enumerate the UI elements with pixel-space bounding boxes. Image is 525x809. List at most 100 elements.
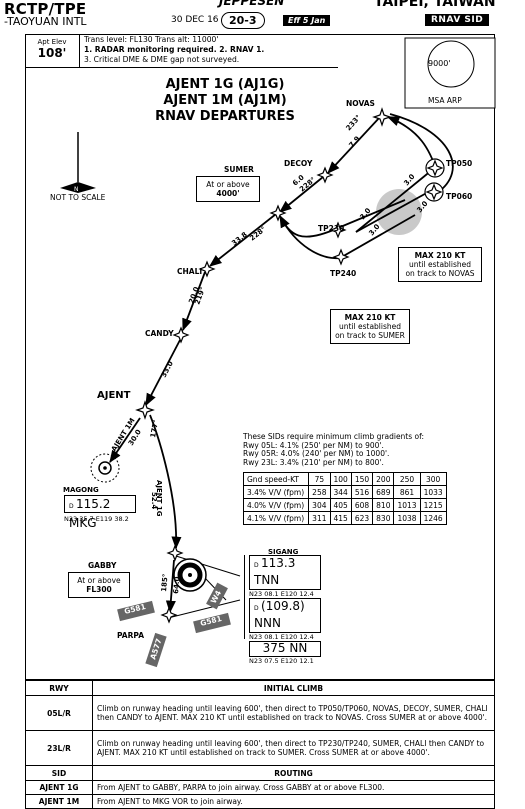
novas-speed-line-2: until established bbox=[408, 260, 472, 269]
chart-date: 30 DEC 16 bbox=[171, 15, 219, 25]
track-ajent-gabby: 177° bbox=[149, 419, 160, 438]
sumer-constraint-line-2: 4000' bbox=[216, 189, 240, 198]
sigang-coordinates-2: N23 08.1 E120 12.4 bbox=[249, 633, 314, 641]
gradient-cell: 1215 bbox=[419, 498, 447, 512]
speed-restriction-area bbox=[376, 189, 422, 235]
initial-climb-row: 05L/R Climb on runway heading until leav… bbox=[25, 695, 495, 731]
sid-column-header: SID bbox=[25, 765, 93, 781]
dist-novas-decoy: 7.9 bbox=[348, 135, 362, 150]
gradient-cell: 608 bbox=[350, 498, 374, 512]
gradient-header-cell: 100 bbox=[329, 472, 352, 486]
label-novas: NOVAS bbox=[346, 99, 375, 108]
sigang-name: SIGANG bbox=[268, 548, 299, 556]
chart-notes: Trans level: FL130 Trans alt: 11000' 1. … bbox=[80, 34, 338, 68]
mkg-vor-icon bbox=[90, 453, 120, 483]
msa-label: MSA ARP bbox=[428, 96, 462, 105]
chali-waypoint-icon bbox=[198, 260, 216, 278]
gradient-cell: 311 bbox=[308, 511, 331, 525]
gradient-cell: 516 bbox=[350, 485, 374, 499]
airport-code: RCTP/TPE bbox=[4, 0, 87, 18]
gradient-cell: 415 bbox=[329, 511, 352, 525]
initial-climb-text: Climb on runway heading until leaving 60… bbox=[92, 695, 495, 731]
sumer-constraint-line-1: At or above bbox=[206, 180, 250, 189]
label-tp240: TP240 bbox=[330, 269, 356, 278]
north-letter: N bbox=[74, 186, 79, 193]
routing-text: From AJENT to GABBY, PARPA to join airwa… bbox=[92, 780, 495, 795]
label-candy: CANDY bbox=[145, 329, 174, 338]
airway-g581-east bbox=[193, 612, 231, 634]
gabby-waypoint-icon bbox=[166, 544, 184, 562]
routing-row: AJENT 1M From AJENT to MKG VOR to join a… bbox=[25, 794, 495, 809]
runway-cell: 05L/R bbox=[25, 695, 93, 731]
label-chali: CHALI bbox=[177, 267, 202, 276]
sigang-frequency-1: 113.3 TNN bbox=[254, 556, 296, 587]
tp050-waypoint-icon bbox=[426, 159, 444, 177]
gradient-cell: 3.4% V/V (fpm) bbox=[242, 485, 310, 499]
track-sumer-chali: 228° bbox=[248, 225, 267, 242]
gradient-cell: 304 bbox=[308, 498, 331, 512]
gradient-cell: 258 bbox=[308, 485, 331, 499]
sigang-frequency-2: (109.8) NNN bbox=[254, 599, 305, 630]
gradient-rwy-05l: Rwy 05L: 4.1% (250' per NM) to 900'. bbox=[243, 440, 384, 450]
gradient-rwy-23l: Rwy 23L: 3.4% (210' per NM) to 800'. bbox=[243, 457, 384, 467]
chart-frame bbox=[25, 34, 495, 680]
sigang-dme-label-1: D bbox=[254, 562, 259, 569]
city-name: TAIPEI, TAIWAN bbox=[374, 0, 496, 10]
procedure-type-badge: RNAV SID bbox=[425, 14, 490, 26]
dist-gabby-parpa: 64.0 bbox=[172, 576, 181, 594]
sigang-dme-label-2: D bbox=[254, 605, 259, 612]
label-sumer: SUMER bbox=[224, 165, 254, 174]
msa-altitude: 9000' bbox=[428, 59, 451, 68]
gradient-cell: 810 bbox=[372, 498, 395, 512]
gradient-cell: 405 bbox=[329, 498, 352, 512]
gradient-cell: 4.0% V/V (fpm) bbox=[242, 498, 310, 512]
magong-name: MAGONG bbox=[63, 486, 99, 494]
gradient-cell: 623 bbox=[350, 511, 374, 525]
route-label-ajent-1g: AJENT 1G bbox=[155, 480, 163, 517]
msa-circle bbox=[404, 37, 496, 109]
gradient-header-cell: 300 bbox=[419, 472, 447, 486]
gradient-table-row: 3.4% V/V (fpm) 258 344 516 689 861 1033 bbox=[242, 485, 447, 499]
parpa-waypoint-icon bbox=[160, 606, 178, 624]
dist-ajent-gabby: 52.4 bbox=[150, 492, 158, 509]
chart-page-number: 20-3 bbox=[221, 12, 265, 29]
elevation-value: 108' bbox=[37, 46, 67, 60]
routing-row: AJENT 1G From AJENT to GABBY, PARPA to j… bbox=[25, 780, 495, 795]
title-line-2: AJENT 1M (AJ1M) bbox=[163, 93, 287, 108]
track-gabby-parpa: 185° bbox=[160, 573, 170, 592]
notes-line-2: 1. RADAR monitoring required. 2. RNAV 1. bbox=[84, 45, 265, 54]
sumer-waypoint-icon bbox=[269, 204, 287, 222]
ajent-waypoint-icon bbox=[135, 400, 155, 420]
novas-speed-line-1: MAX 210 KT bbox=[414, 251, 466, 260]
notes-line-1: Trans level: FL130 Trans alt: 11000' bbox=[84, 35, 219, 44]
tnn-vor-icon bbox=[173, 558, 207, 592]
climb-gradient-notes: These SIDs require minimum climb gradien… bbox=[243, 432, 425, 467]
sigang-navaid-group: D 113.3 TNN N23 08.1 E120 12.4 D (109.8)… bbox=[244, 555, 323, 665]
sigang-coordinates-1: N23 08.1 E120 12.4 bbox=[249, 590, 314, 598]
label-tp050: TP050 bbox=[446, 159, 472, 168]
track-novas-decoy: 233° bbox=[345, 114, 363, 133]
runway-cell: 23L/R bbox=[25, 730, 93, 766]
initial-climb-row: 23L/R Climb on runway heading until leav… bbox=[25, 730, 495, 766]
initial-climb-column-header: INITIAL CLIMB bbox=[92, 680, 495, 696]
initial-climb-text: Climb on runway heading until leaving 60… bbox=[92, 730, 495, 766]
gradient-cell: 4.1% V/V (fpm) bbox=[242, 511, 310, 525]
gradient-header-cell: 150 bbox=[350, 472, 374, 486]
gradient-cell: 689 bbox=[372, 485, 395, 499]
dist-candy-ajent: 33.0 bbox=[160, 360, 175, 379]
magong-frequency-box: D 115.2 MKG bbox=[64, 495, 136, 530]
airport-name: -TAOYUAN INTL bbox=[4, 15, 87, 28]
label-tp230: TP230 bbox=[318, 224, 344, 233]
gradient-cell: 861 bbox=[393, 485, 421, 499]
rwy-column-header: RWY bbox=[25, 680, 93, 696]
elevation-label: Apt Elev bbox=[37, 38, 67, 46]
gradient-cell: 1038 bbox=[393, 511, 421, 525]
sumer-speed-line-3: on track to SUMER bbox=[335, 331, 405, 340]
novas-waypoint-icon bbox=[372, 107, 392, 127]
gradient-table-row: 4.0% V/V (fpm) 304 405 608 810 1013 1215 bbox=[242, 498, 447, 512]
sumer-speed-line-2: until established bbox=[338, 322, 402, 331]
title-line-3: RNAV DEPARTURES bbox=[155, 109, 295, 124]
gradient-intro: These SIDs require minimum climb gradien… bbox=[243, 432, 425, 441]
candy-waypoint-icon bbox=[172, 326, 190, 344]
publisher-logo: JEPPESEN bbox=[219, 0, 285, 8]
